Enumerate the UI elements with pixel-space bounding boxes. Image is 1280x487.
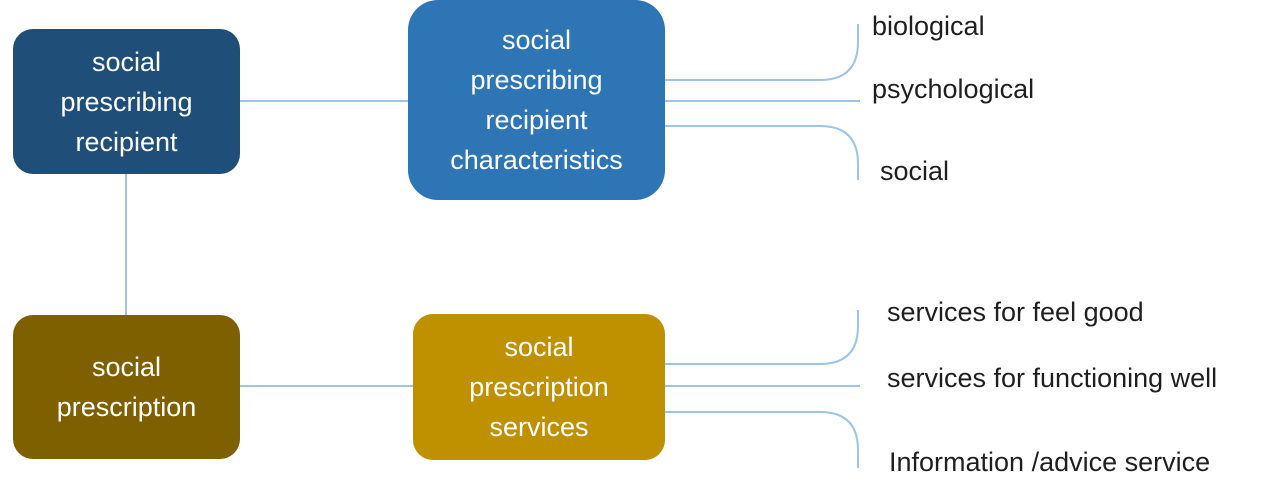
branch-biological (665, 24, 859, 81)
leaf-services-functioning-well: services for functioning well (887, 363, 1218, 393)
leaf-services-feel-good: services for feel good (887, 297, 1144, 327)
branch-info (665, 411, 859, 468)
node-label: social prescription services (469, 332, 609, 442)
node-label: social prescribing recipient characteris… (450, 25, 623, 175)
leaf-information-advice-service: Information /advice service (889, 447, 1211, 477)
branch-feel-good (665, 310, 859, 365)
leaf-biological: biological (872, 11, 985, 41)
leaf-psychological: psychological (872, 74, 1035, 104)
node-label: social prescribing recipient (60, 46, 193, 157)
node-recipient-characteristics: social prescribing recipient characteris… (408, 0, 665, 200)
node-social-prescribing-recipient: social prescribing recipient (13, 29, 240, 174)
leaf-social: social (880, 156, 950, 186)
node-social-prescription-services: social prescription services (413, 314, 665, 460)
branch-social (665, 125, 859, 180)
node-label: social prescription (56, 352, 197, 422)
node-social-prescription: social prescription (13, 315, 240, 459)
